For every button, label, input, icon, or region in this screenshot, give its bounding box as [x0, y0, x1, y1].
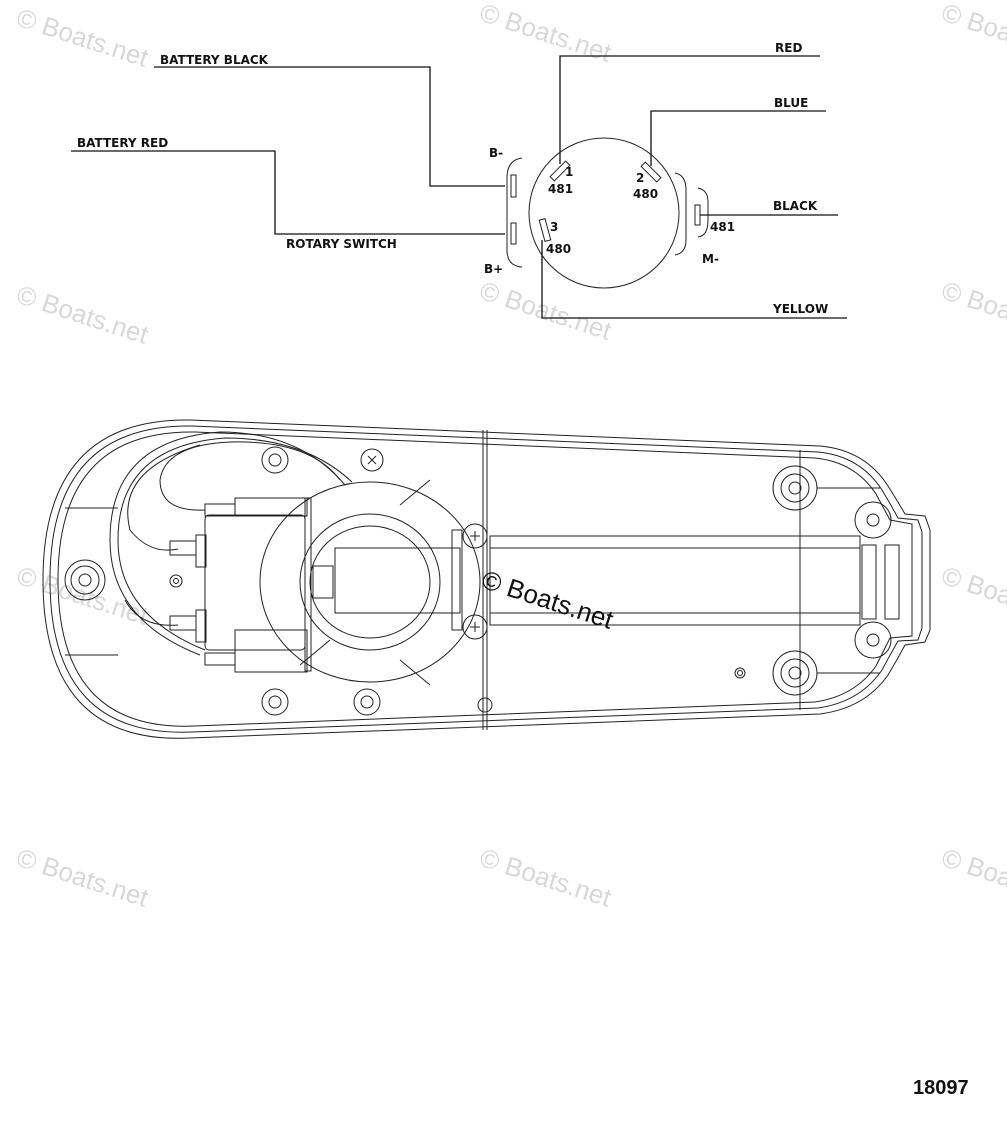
- watermark: © Boats.net: [938, 842, 1007, 913]
- wire-label-blue: BLUE: [774, 96, 808, 110]
- terminal-label-b-plus: B+: [484, 262, 503, 276]
- wire-blue: [650, 110, 826, 166]
- small-hole: [169, 574, 183, 588]
- wire-bundle: [127, 444, 201, 551]
- motor-housing-assembly: © Boats.net: [42, 419, 931, 739]
- wire-label-yellow: YELLOW: [772, 302, 828, 316]
- wire-bundle: [109, 431, 346, 656]
- terminal-2-num: 2: [636, 171, 644, 185]
- terminal-bracket-left: [506, 157, 523, 268]
- watermark: © Boats.net: [13, 560, 153, 631]
- small-hole: [173, 578, 179, 584]
- terminal-bracket-right: [697, 187, 709, 238]
- watermark: © Boats.net: [476, 842, 616, 913]
- terminal-label-b-minus: B-: [489, 146, 503, 160]
- mounting-boss: [64, 559, 106, 601]
- assembly-watermark: © Boats.net: [478, 564, 618, 635]
- watermark: © Boats.net: [13, 842, 153, 913]
- motor-seat: [299, 513, 441, 651]
- wire-label-rotary-switch: ROTARY SWITCH: [286, 237, 397, 251]
- rib: [399, 659, 431, 686]
- phillips-icon: [470, 531, 480, 541]
- watermark: © Boats.net: [476, 0, 616, 68]
- housing-outline-mid: [49, 425, 923, 733]
- channel-top: [489, 535, 861, 549]
- wire-label-red: RED: [775, 41, 802, 55]
- motor-seat: [309, 525, 431, 639]
- channel-bottom: [489, 612, 861, 626]
- shaft-tube: [334, 547, 461, 614]
- terminal-3-code: 480: [546, 242, 571, 256]
- terminal-connector: [204, 503, 236, 517]
- terminal-connector: [169, 615, 197, 631]
- channel-end: [884, 544, 900, 620]
- terminal-b-minus: [510, 174, 517, 198]
- wire-yellow: [541, 240, 847, 319]
- switch-housing: [234, 629, 308, 673]
- terminal-connector: [169, 540, 197, 556]
- mounting-boss: [78, 573, 92, 587]
- terminal-b-plus: [510, 222, 517, 245]
- figure-number: 18097: [913, 1077, 969, 1099]
- phillips-icon: [470, 622, 480, 632]
- watermark: © Boats.net: [13, 2, 153, 73]
- watermark: © Boats.net: [938, 275, 1007, 346]
- housing-outline-outer: [42, 419, 931, 739]
- switch-terminal-3: [538, 217, 552, 243]
- terminal-1-num: 1: [565, 165, 573, 179]
- wire-label-battery-red: BATTERY RED: [77, 136, 168, 150]
- housing-outline-inner: [57, 431, 913, 727]
- wire-battery-black: [154, 66, 505, 187]
- terminal-connector: [204, 652, 236, 666]
- mounting-boss: [70, 565, 100, 595]
- switch-terminal-2: [640, 161, 662, 183]
- wire-red: [559, 55, 820, 164]
- terminal-m-minus: [694, 204, 701, 226]
- terminal-m-minus-code: 481: [710, 220, 735, 234]
- screw: [360, 448, 384, 472]
- rotary-switch-body: [528, 137, 680, 289]
- switch-terminal-1: [549, 160, 571, 182]
- terminal-1-code: 481: [548, 182, 573, 196]
- watermark: © Boats.net: [476, 275, 616, 346]
- switch-schematic: BATTERY BLACK BATTERY RED ROTARY SWITCH …: [71, 41, 847, 319]
- watermark: © Boats.net: [938, 560, 1007, 631]
- rib: [399, 479, 431, 506]
- switch-shaft: [312, 565, 334, 599]
- mounting-bosses: [261, 446, 892, 716]
- wire-bundle: [117, 437, 353, 651]
- watermark: © Boats.net: [938, 0, 1007, 68]
- channel-end: [861, 544, 877, 620]
- switch-bracket-right: [674, 172, 687, 256]
- wire-label-black: BLACK: [773, 199, 818, 213]
- wire-label-battery-black: BATTERY BLACK: [160, 53, 269, 67]
- terminal-label-m-minus: M-: [702, 252, 719, 266]
- clamp-plate: [451, 529, 463, 631]
- wire-bundle: [124, 599, 179, 626]
- terminal-2-code: 480: [633, 187, 658, 201]
- switch-housing: [234, 497, 308, 517]
- screw-x-icon: [367, 455, 377, 465]
- wire-battery-red: [71, 150, 505, 235]
- channel: [489, 547, 861, 614]
- motor-seat: [259, 481, 481, 683]
- watermark: © Boats.net: [13, 279, 153, 350]
- wire-bundle: [159, 441, 341, 511]
- terminal-3-num: 3: [550, 220, 558, 234]
- switch-plate: [304, 497, 312, 672]
